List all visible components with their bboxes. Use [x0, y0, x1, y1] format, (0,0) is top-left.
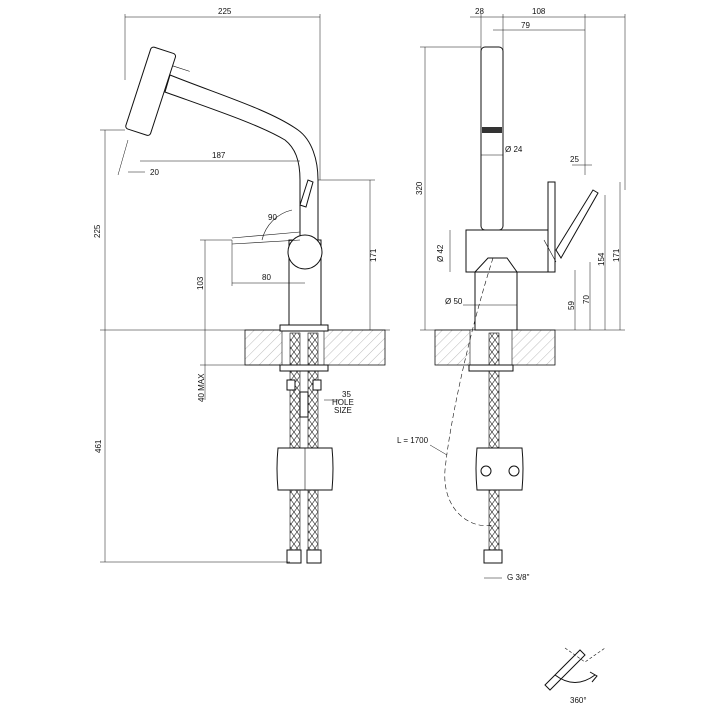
dim-171-side: 171 — [369, 248, 378, 262]
rotation-360-icon: 360° — [544, 647, 606, 705]
dim-171-front: 171 — [612, 248, 621, 262]
dim-70: 70 — [582, 295, 591, 304]
dim-103: 103 — [196, 276, 205, 290]
side-lever — [299, 179, 314, 208]
front-view: 28 108 79 Ø 24 25 320 Ø 42 Ø 50 59 70 15… — [397, 7, 626, 582]
dim-d24: Ø 24 — [505, 145, 523, 154]
dim-80: 80 — [262, 273, 271, 282]
dim-28: 28 — [475, 7, 484, 16]
front-body — [465, 229, 555, 273]
dim-35: 35 — [342, 390, 351, 399]
dim-154: 154 — [597, 252, 606, 266]
front-lever — [547, 181, 556, 273]
dim-225-top: 225 — [218, 7, 232, 16]
pull-out-hose-path — [444, 257, 495, 527]
dim-25: 25 — [570, 155, 579, 164]
front-base — [474, 271, 518, 331]
hole-label: HOLE — [332, 398, 354, 407]
dim-d42: Ø 42 — [436, 244, 445, 262]
dim-90: 90 — [268, 213, 277, 222]
side-cartridge — [287, 234, 323, 270]
dim-d50: Ø 50 — [445, 297, 463, 306]
dim-225-left: 225 — [93, 224, 102, 238]
dim-20: 20 — [150, 168, 159, 177]
front-spout — [480, 46, 504, 231]
dim-59: 59 — [567, 301, 576, 310]
size-label: SIZE — [334, 406, 352, 415]
dim-l1700: L = 1700 — [397, 436, 429, 445]
rotation-label: 360° — [570, 696, 587, 705]
side-view: 225 225 187 20 171 90 80 103 40 MAX 35 H… — [93, 7, 390, 564]
dim-187: 187 — [212, 151, 226, 160]
side-spout — [164, 74, 319, 241]
front-mount-block — [475, 447, 524, 491]
dim-461: 461 — [94, 439, 103, 453]
dim-40-max: 40 MAX — [197, 373, 206, 402]
dim-79: 79 — [521, 21, 530, 30]
dim-320: 320 — [415, 181, 424, 195]
dim-thread: G 3/8" — [507, 573, 530, 582]
side-spray-head — [125, 46, 190, 136]
dim-108: 108 — [532, 7, 546, 16]
